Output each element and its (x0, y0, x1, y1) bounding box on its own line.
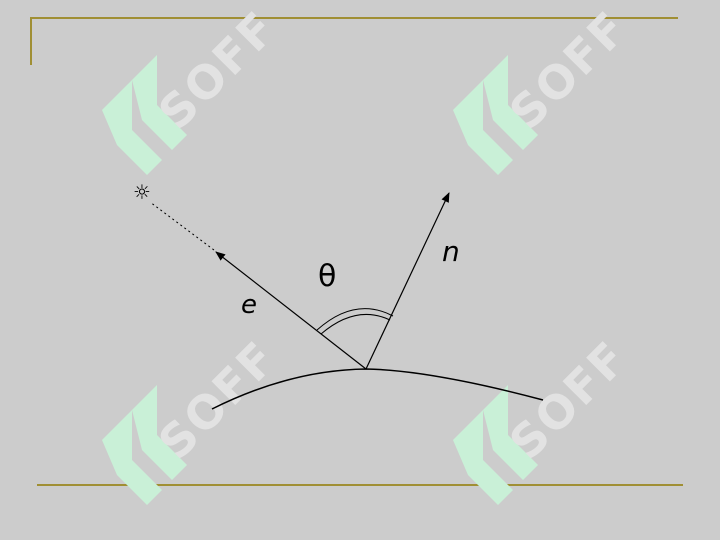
frame-left-line (30, 17, 32, 65)
normal-label: n (442, 235, 460, 268)
watermark-logo-icon (102, 385, 187, 505)
eye-vector-arrow (215, 251, 367, 370)
angle-label: θ (318, 259, 337, 294)
watermark-top-left: SOFF (92, 0, 352, 175)
watermark-logo-icon (453, 385, 538, 505)
watermark-logo-icon (102, 55, 187, 175)
normal-vector-arrow (365, 192, 450, 370)
watermark-top-right: SOFF (443, 0, 703, 175)
frame-bottom-line (37, 484, 683, 486)
watermark-bottom-left: SOFF (92, 310, 352, 505)
watermark-bottom-right: SOFF (443, 310, 703, 505)
angle-arc-inner (320, 313, 391, 335)
light-source-icon: ☼ (133, 180, 151, 204)
light-direction-dotted-line (149, 201, 215, 251)
watermark-logo-icon (453, 55, 538, 175)
frame-top-line (30, 17, 678, 19)
surface-curve (211, 368, 544, 410)
eye-vector-label: e (241, 290, 257, 320)
angle-arc-outer (316, 308, 394, 331)
